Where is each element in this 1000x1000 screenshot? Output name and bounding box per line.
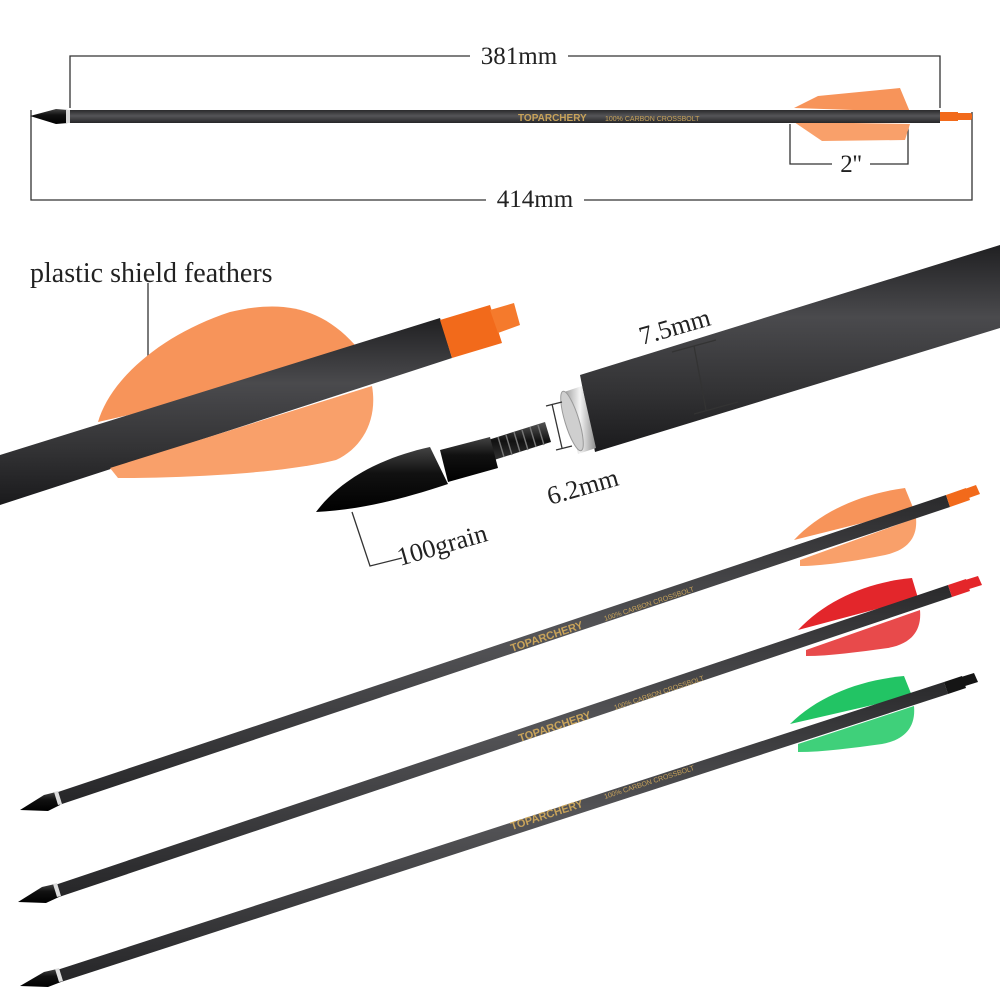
bolt-green-shaft (57, 682, 948, 982)
insert-diameter-line (551, 403, 563, 449)
bolt-green-vane (790, 676, 912, 724)
bolt-orange-shaft (55, 495, 950, 805)
bolt-orange-vane (794, 488, 914, 540)
dimension-label-414: 414mm (497, 186, 574, 213)
fletching-closeup: plastic shield feathers (0, 258, 520, 505)
bolt-orange-tagline: 100% CARBON CROSSBOLT (603, 586, 695, 623)
closeup-shaft (0, 318, 452, 505)
top-bolt-tip (30, 109, 68, 124)
closeup-field-point (316, 447, 448, 512)
dimension-label-381: 381mm (481, 43, 558, 70)
bolt-orange-tip (20, 792, 60, 811)
top-bolt-nock (940, 112, 958, 121)
top-bolt-tagline: 100% CARBON CROSSBOLT (605, 116, 700, 123)
point-weight-label: 100grain (394, 518, 491, 571)
insert-diameter-label: 6.2mm (544, 463, 622, 511)
closeup-vane-upper (98, 306, 360, 422)
dimension-line-vane (789, 124, 832, 165)
closeup-thread (488, 422, 551, 460)
top-dimension-diagram: 381mm 414mm 2'' TOPARCHERY 100% CARBON C… (30, 43, 973, 213)
bolt-green: TOPARCHERY 100% CARBON CROSSBOLT (20, 673, 978, 987)
bolt-green-tip (20, 969, 61, 987)
bolt-orange-brand: TOPARCHERY (509, 619, 585, 655)
top-bolt-brand: TOPARCHERY (518, 113, 587, 124)
dimension-line-414 (30, 110, 486, 201)
point-weight-line (351, 511, 403, 567)
bolt-red-shaft (55, 585, 952, 897)
closeup-nock (440, 305, 502, 358)
dimension-label-vane: 2'' (840, 151, 862, 178)
feathers-callout-label: plastic shield feathers (30, 258, 273, 289)
shaft-diameter-line (693, 345, 707, 411)
bolt-red-tip (18, 884, 59, 903)
closeup-vane-lower (110, 386, 374, 478)
bolt-green-tagline: 100% CARBON CROSSBOLT (603, 765, 696, 801)
top-bolt: TOPARCHERY 100% CARBON CROSSBOLT (30, 88, 972, 141)
bolt-orange: TOPARCHERY 100% CARBON CROSSBOLT (20, 485, 980, 811)
closeup-big-shaft (580, 245, 1000, 452)
insert-point-closeup: 7.5mm 6.2mm 100grain (316, 245, 1000, 572)
bolt-red-vane (798, 578, 918, 630)
top-bolt-vane (794, 88, 910, 112)
top-bolt-shaft (70, 110, 940, 123)
dimension-line-381 (69, 55, 470, 108)
